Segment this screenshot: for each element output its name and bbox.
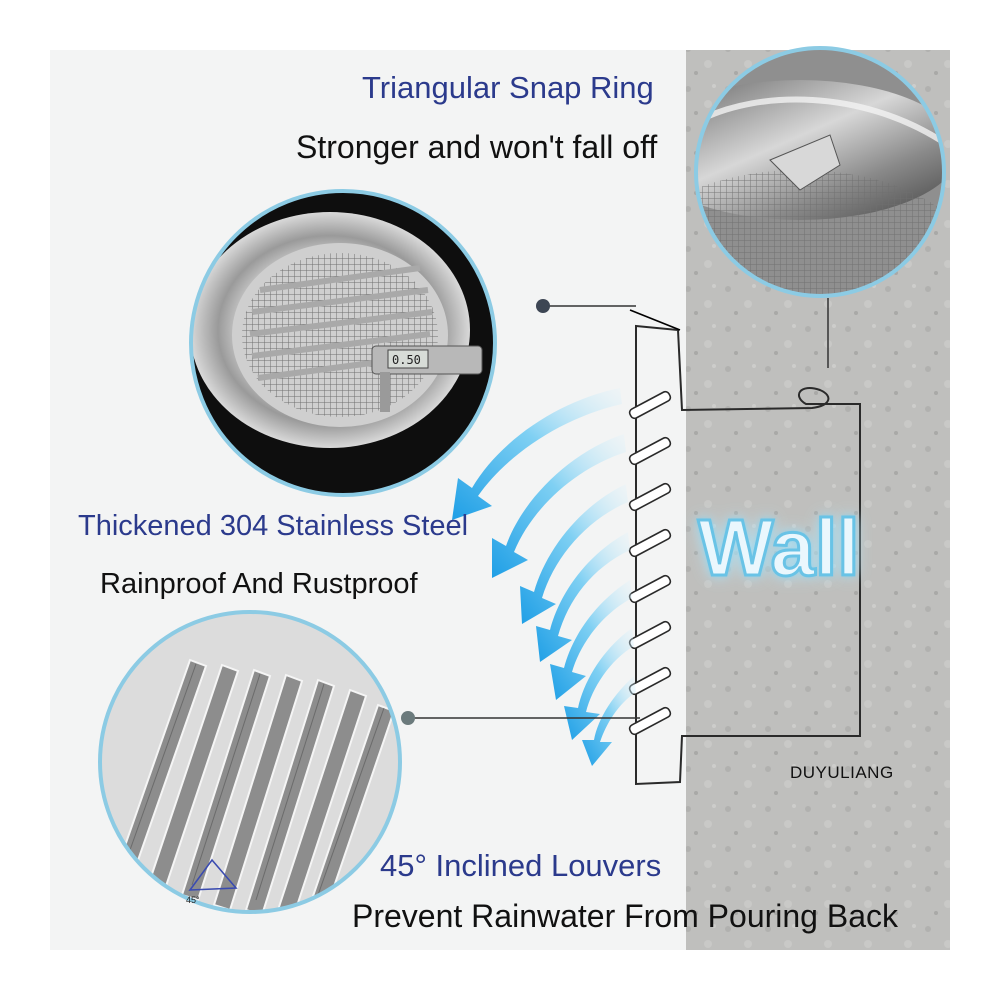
snap-ring-subtext: Stronger and won't fall off: [296, 129, 658, 165]
leader-lines: [408, 298, 829, 719]
brand-label: DUYULIANG: [790, 763, 894, 782]
snap-ring-heading: Triangular Snap Ring: [362, 70, 654, 105]
louvers-heading: 45° Inclined Louvers: [380, 848, 662, 883]
callout-dot-lower: [401, 711, 415, 725]
louver-slats: [628, 390, 672, 736]
snap-ring-closeup: [694, 46, 946, 298]
vent-cross-section: [629, 309, 861, 786]
callout-dot-upper: [536, 299, 550, 313]
vent-caliper-closeup: 0.50: [189, 189, 497, 497]
stainless-heading: Thickened 304 Stainless Steel: [78, 510, 469, 542]
wall-label: Wall: [696, 503, 860, 592]
svg-text:0.50: 0.50: [392, 353, 421, 367]
louvers-subtext: Prevent Rainwater From Pouring Back: [352, 898, 898, 934]
stainless-subtext: Rainproof And Rustproof: [100, 568, 418, 600]
airflow-arrows: [452, 388, 636, 766]
louver-closeup: [98, 610, 402, 914]
angle-label: 45°: [186, 895, 200, 905]
